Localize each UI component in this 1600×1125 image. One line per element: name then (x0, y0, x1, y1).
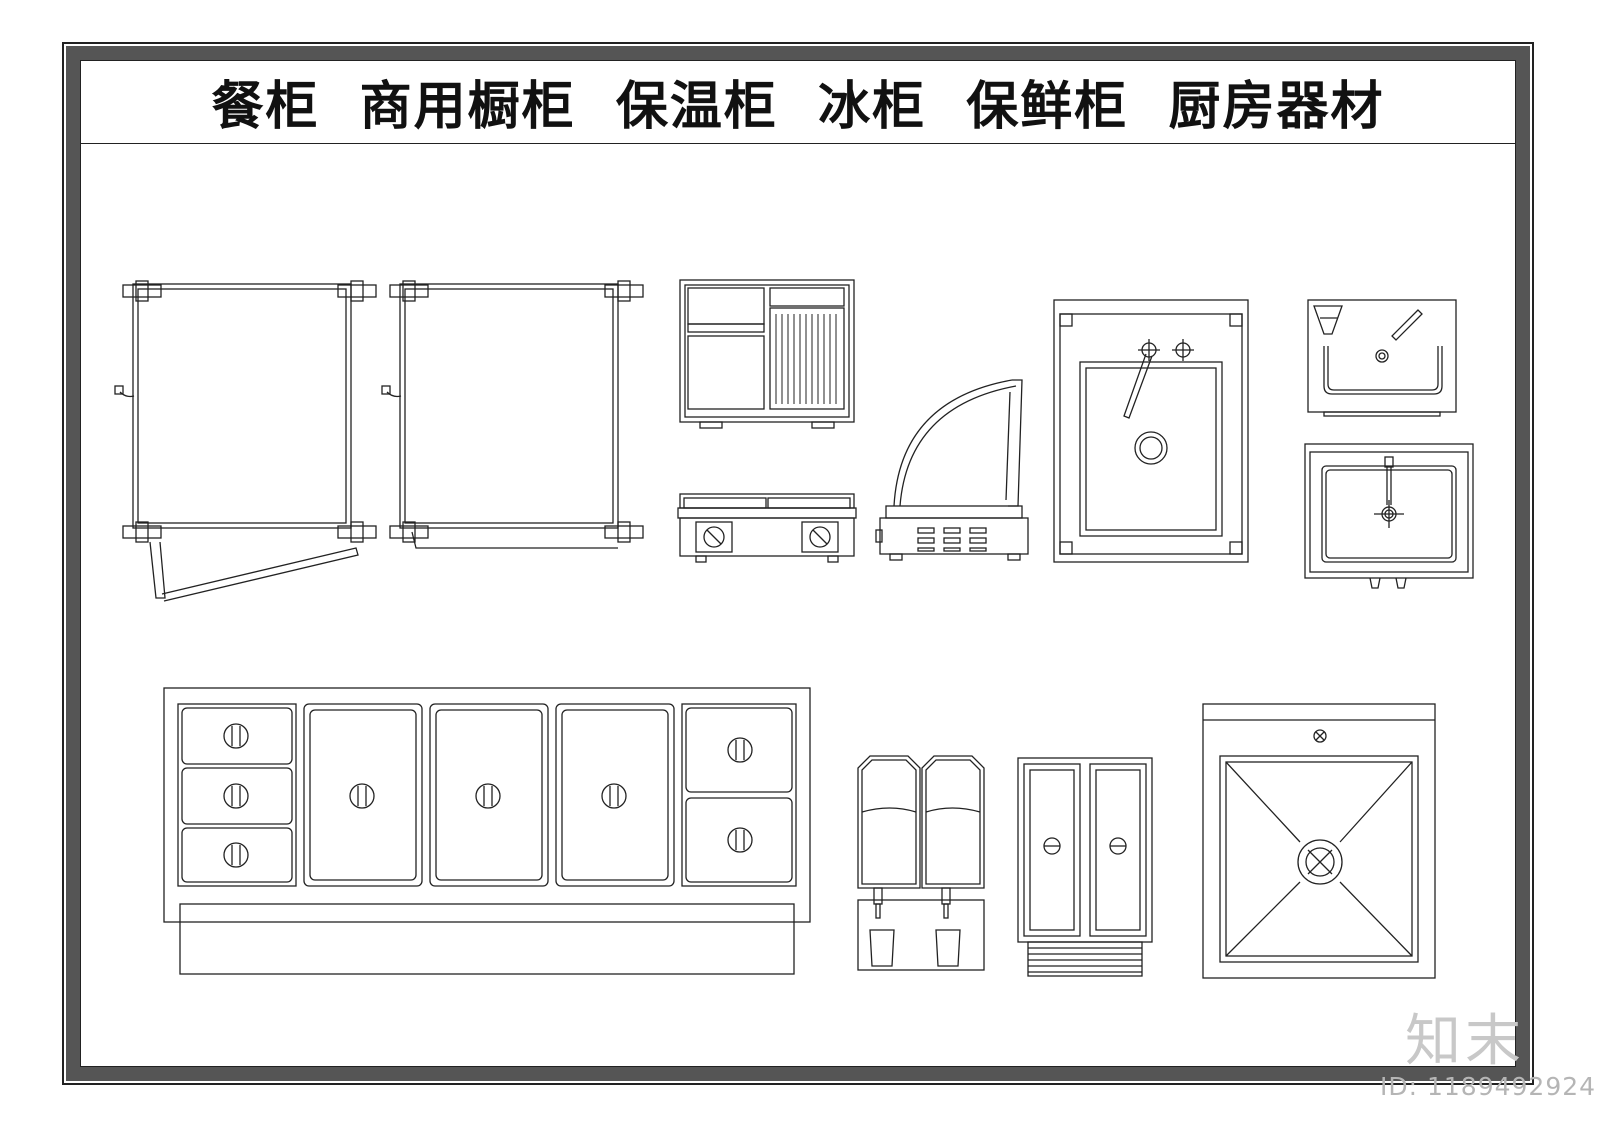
single-sink-top-view (1053, 299, 1249, 563)
sheet-outer-frame (62, 42, 1534, 1085)
hand-wash-basin-top (1307, 299, 1457, 417)
double-fryer-top-view (1017, 757, 1153, 977)
double-door-cabinet-plan (381, 280, 644, 549)
double-door-cabinet-open-plan (114, 280, 377, 602)
watermark-id: ID: 1189492924 (1380, 1072, 1597, 1101)
bain-marie-counter-top-view (163, 687, 811, 975)
square-sink-top-view (1202, 703, 1436, 979)
hand-wash-basin-front (1304, 443, 1474, 589)
watermark-logo: 知末 (1405, 1009, 1525, 1074)
juice-dispenser-front (857, 755, 985, 971)
title-bar: 餐柜 商用橱柜 保温柜 冰柜 保鲜柜 厨房器材 (80, 60, 1516, 144)
double-contact-grill-front (677, 493, 857, 563)
griddle-top-view (679, 279, 855, 429)
heated-display-case-side (875, 379, 1029, 561)
sheet-inner-frame (80, 60, 1516, 1067)
page-title: 餐柜 商用橱柜 保温柜 冰柜 保鲜柜 厨房器材 (211, 77, 1385, 137)
